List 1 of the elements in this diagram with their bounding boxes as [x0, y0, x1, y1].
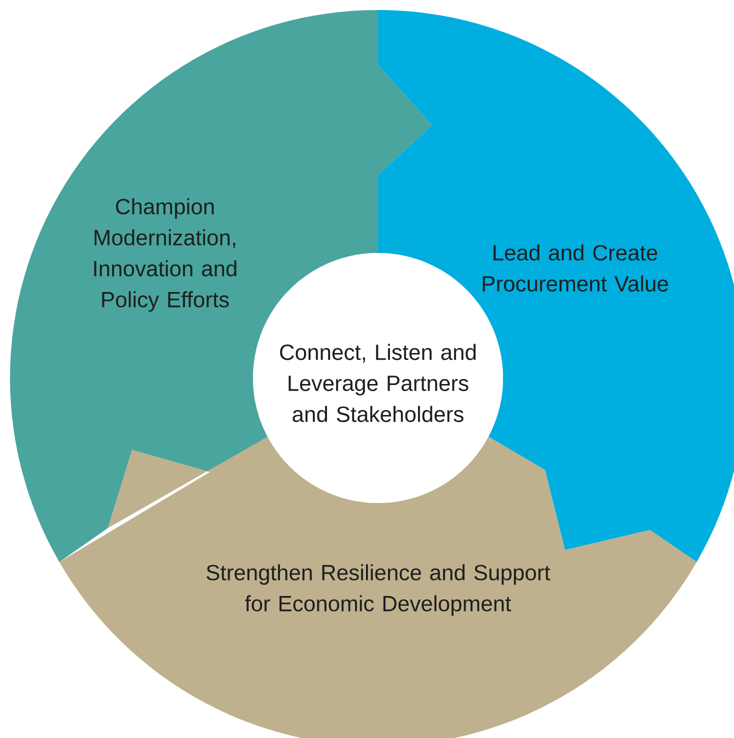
ring-segment: Strengthen Resilience and Support for Economic Development: [59, 436, 697, 738]
